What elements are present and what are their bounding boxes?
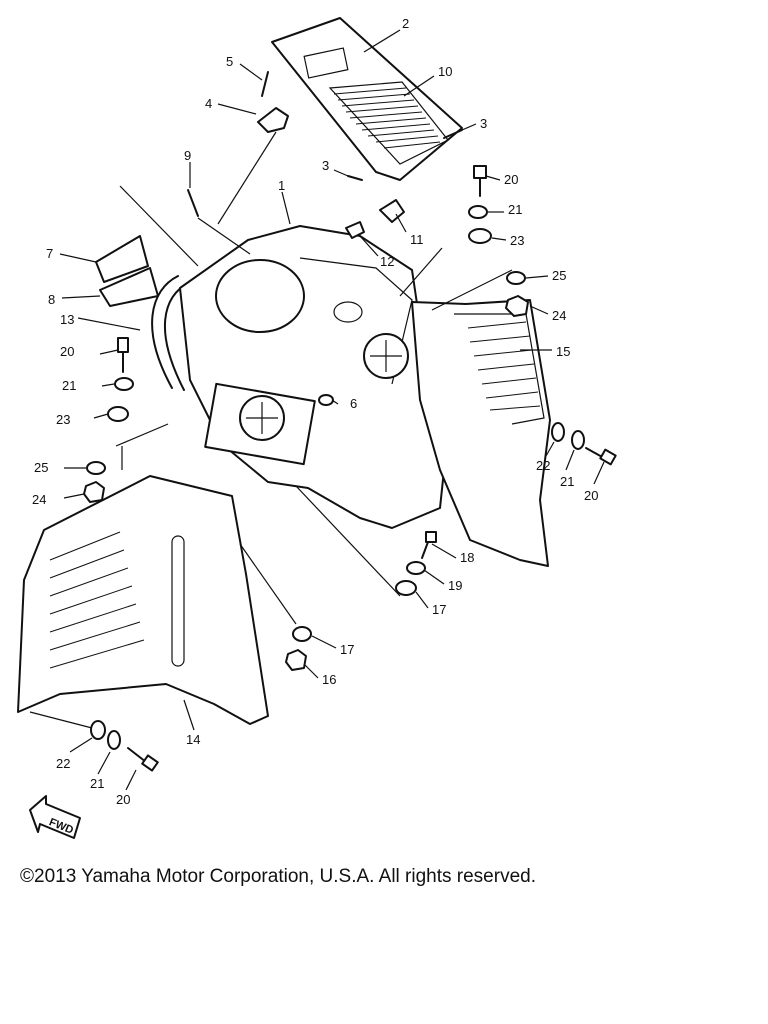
fwd-arrow: FWD	[29, 795, 81, 839]
washer-21-right	[571, 430, 585, 450]
nut-16	[285, 649, 307, 671]
bolt-20-bottom	[127, 747, 159, 772]
callout-22-bottom: 22	[56, 756, 70, 771]
callout-labels: 2 10 3 3 5 4 9 1 11 12 7 8 13 20 21 23 2…	[32, 16, 598, 807]
callout-leaders	[59, 29, 605, 791]
callout-21-right: 21	[560, 474, 574, 489]
callout-17-right: 17	[432, 602, 446, 617]
part-11-clip	[379, 199, 405, 223]
callout-1: 1	[278, 178, 285, 193]
part-3-pin-left	[347, 175, 363, 181]
callout-14: 14	[186, 732, 200, 747]
fastener-group-left	[83, 337, 134, 503]
bolt-20-top	[473, 165, 487, 197]
callout-20-left: 20	[60, 344, 74, 359]
callout-3-left: 3	[322, 158, 329, 173]
part-5-screw	[261, 71, 269, 97]
callout-11: 11	[410, 232, 424, 247]
fastener-group-right	[551, 422, 617, 466]
callout-2: 2	[402, 16, 409, 31]
washer-23-top	[468, 228, 492, 244]
washer-19	[406, 561, 426, 575]
callout-22-right: 22	[536, 458, 550, 473]
callout-25-left: 25	[34, 460, 48, 475]
nut-24-left	[83, 481, 105, 503]
callout-12: 12	[380, 254, 394, 269]
bolt-18	[421, 531, 437, 559]
callout-18: 18	[460, 550, 474, 565]
bolt-20-right	[585, 447, 617, 466]
exploded-parts-diagram: FWD 2 10 3 3 5 4 9 1 11 12 7 8 13 20 21 …	[17, 16, 617, 839]
part-1-main-housing	[179, 225, 445, 529]
callout-24-top: 24	[552, 308, 566, 323]
washer-17-mid	[292, 626, 312, 642]
callout-16: 16	[322, 672, 336, 687]
callout-24-left: 24	[32, 492, 46, 507]
callout-8: 8	[48, 292, 55, 307]
callout-9: 9	[184, 148, 191, 163]
washer-22-right	[551, 422, 565, 442]
callout-10: 10	[438, 64, 452, 79]
washer-23-left	[107, 406, 129, 422]
part-12-clip	[345, 221, 365, 239]
callout-20-bottom: 20	[116, 792, 130, 807]
fastener-group-lower-right	[285, 531, 437, 671]
callout-23-left: 23	[56, 412, 70, 427]
washer-21-left	[114, 377, 134, 391]
washer-21-bottom	[107, 730, 121, 750]
bolt-20-left	[117, 337, 129, 373]
washer-25-left	[86, 461, 106, 475]
callout-21-bottom: 21	[90, 776, 104, 791]
part-7-plate	[95, 235, 149, 283]
callout-6: 6	[350, 396, 357, 411]
washer-25-top	[506, 271, 526, 285]
callout-20-top: 20	[504, 172, 518, 187]
assembly-guide-lines	[29, 131, 513, 729]
callout-25-top: 25	[552, 268, 566, 283]
fastener-group-bottom-left	[90, 720, 159, 772]
callout-7: 7	[46, 246, 53, 261]
washer-17-right	[395, 580, 417, 596]
callout-17-mid: 17	[340, 642, 354, 657]
part-9-screw	[187, 189, 199, 217]
washer-21-top	[468, 205, 488, 219]
callout-23-top: 23	[510, 233, 524, 248]
callout-19: 19	[448, 578, 462, 593]
washer-22-bottom	[90, 720, 106, 740]
callout-21-left: 21	[62, 378, 76, 393]
part-4-bracket	[257, 107, 289, 133]
callout-4: 4	[205, 96, 212, 111]
fastener-group-top-right	[468, 165, 529, 317]
part-3-pin-right	[443, 129, 463, 139]
callout-15: 15	[556, 344, 570, 359]
part-2-top-pad	[271, 17, 463, 181]
callout-3-right: 3	[480, 116, 487, 131]
copyright-notice: ©2013 Yamaha Motor Corporation, U.S.A. A…	[20, 866, 536, 887]
callout-5: 5	[226, 54, 233, 69]
callout-20-right: 20	[584, 488, 598, 503]
nut-24-top	[505, 295, 529, 317]
part-14-left-vent-panel	[17, 475, 269, 725]
callout-21-top: 21	[508, 202, 522, 217]
part-15-right-vent-panel	[411, 299, 551, 567]
washer-6	[318, 394, 334, 406]
callout-13: 13	[60, 312, 74, 327]
